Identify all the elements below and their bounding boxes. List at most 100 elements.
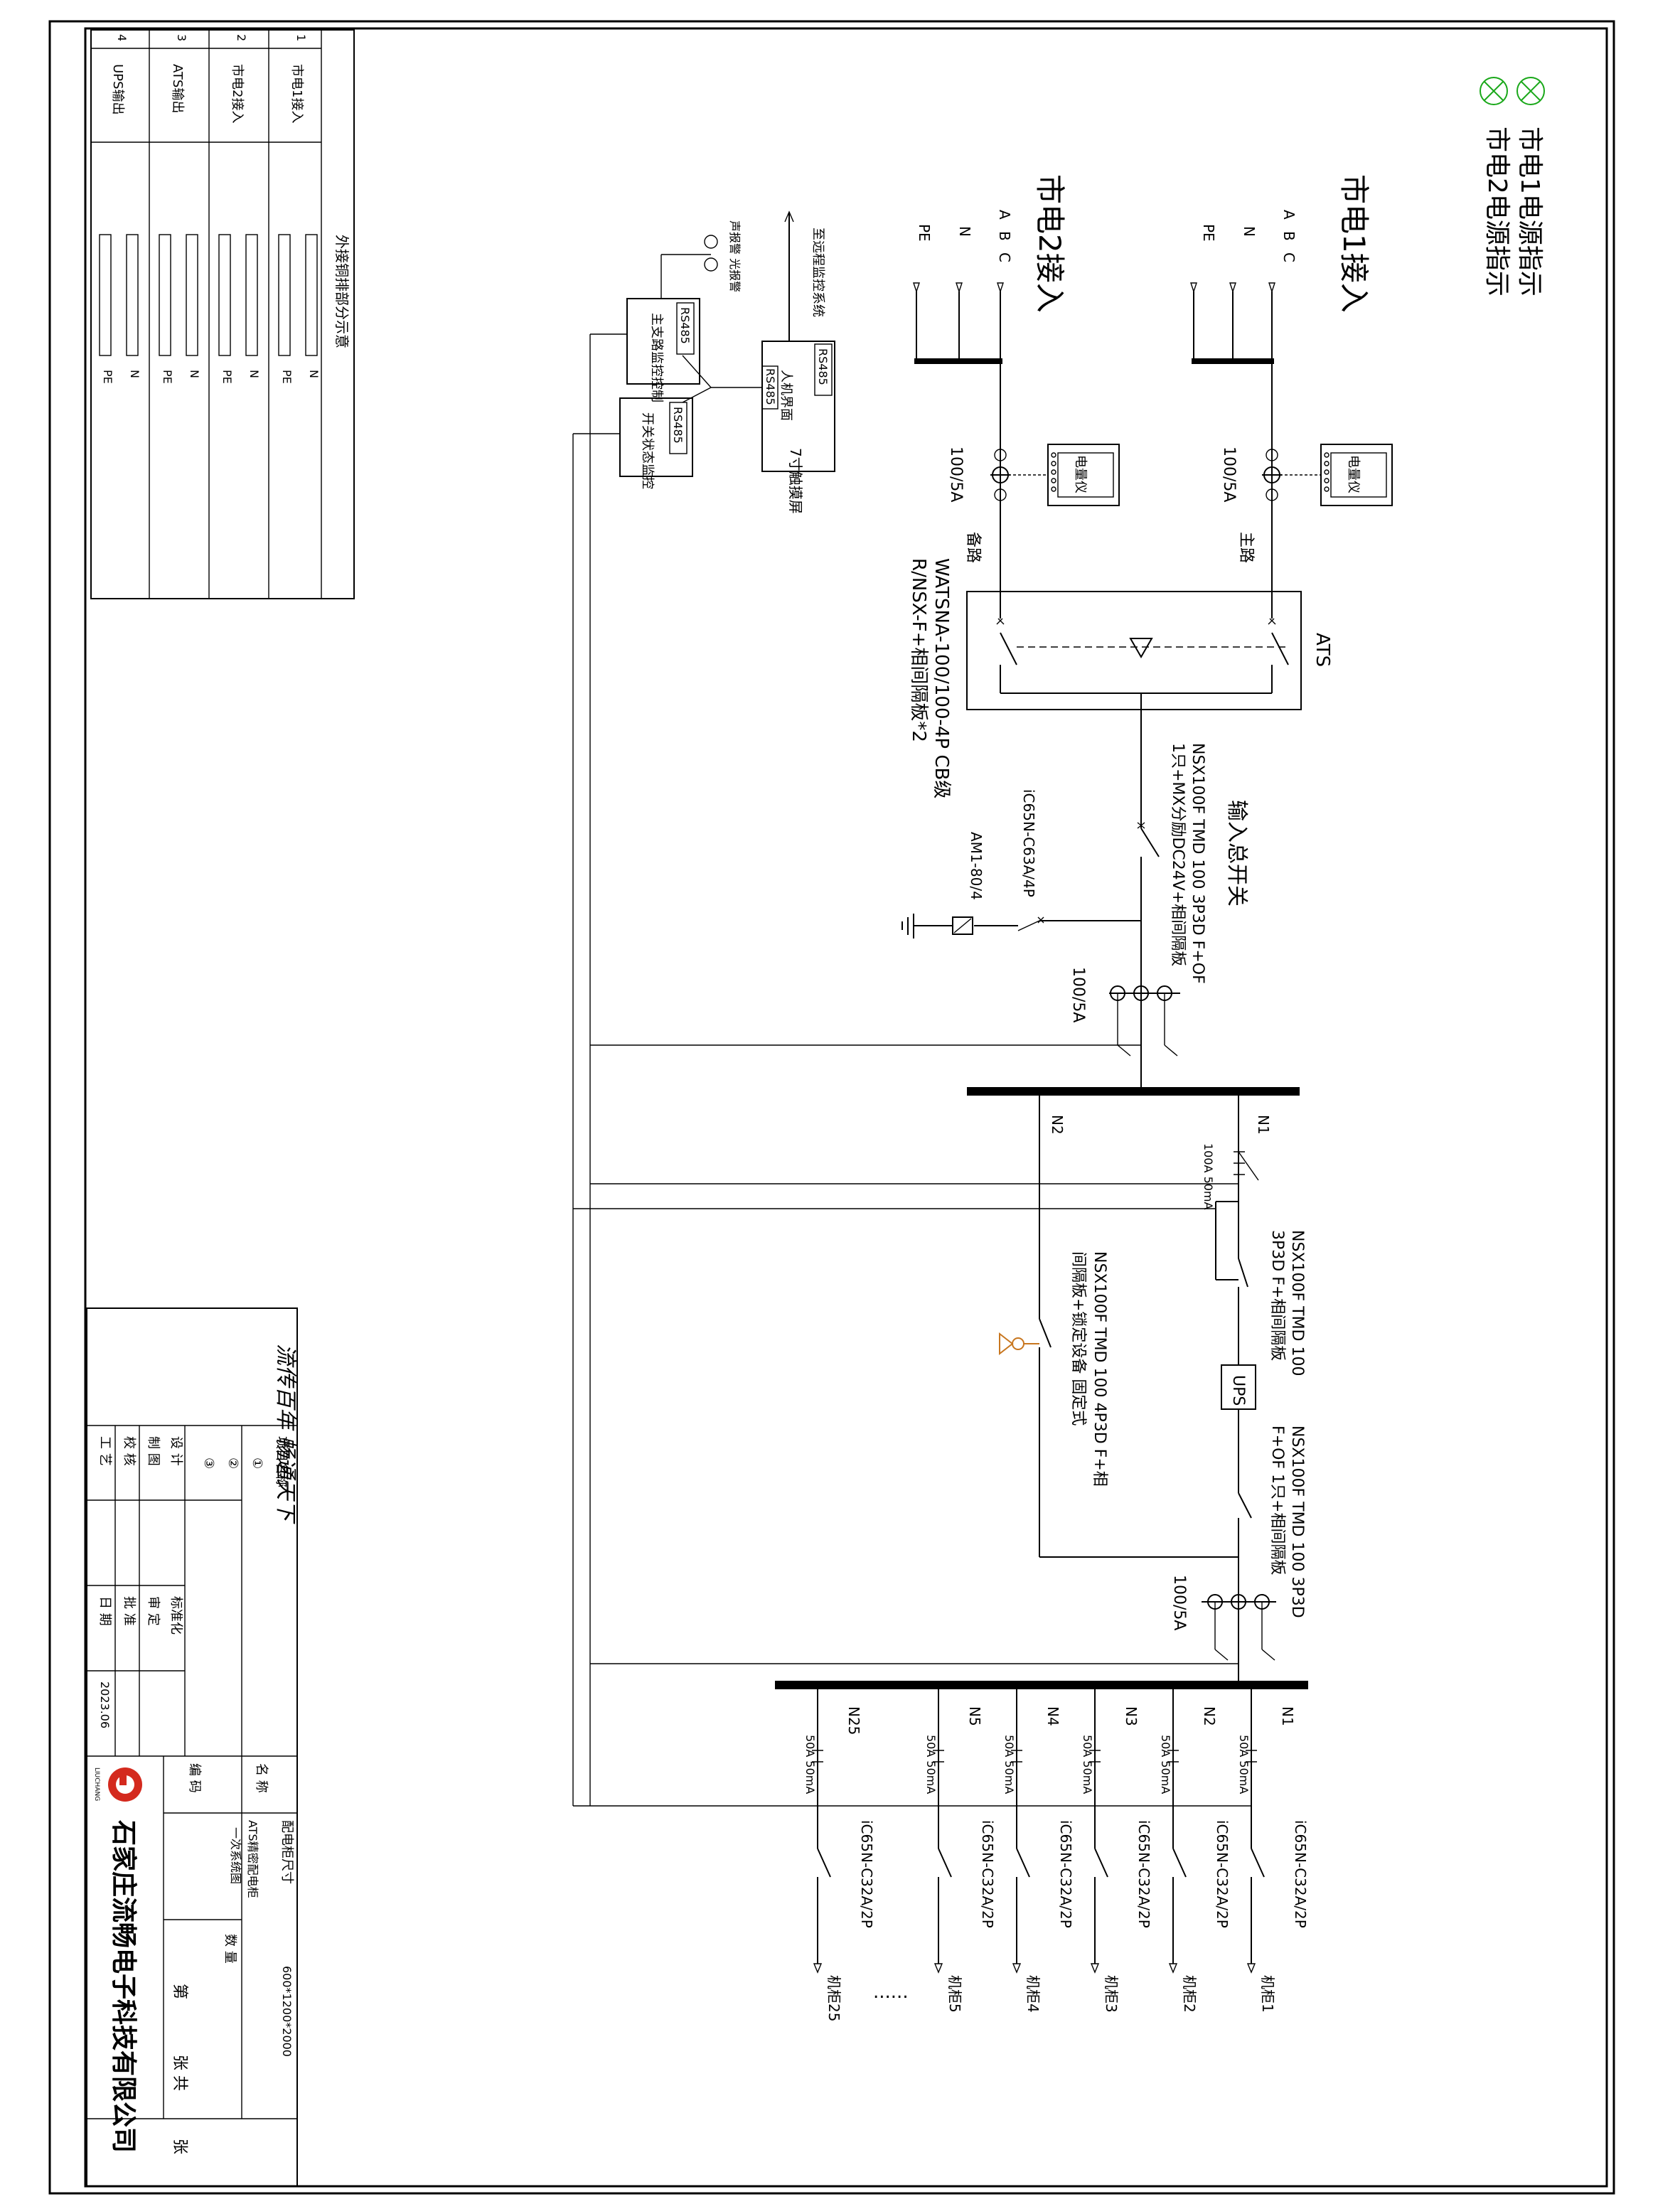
source-1-ct-ratio: 100/5A: [1220, 446, 1238, 502]
monitor-wiring: [572, 334, 1251, 1807]
copper-row-4-n: N: [128, 370, 141, 378]
touch-screen-label: 7寸触摸屏: [787, 448, 804, 514]
copper-row-3-pe: PE: [161, 370, 174, 384]
alarm-icon: [704, 235, 718, 272]
copper-table-title: 外接铜排部分示意: [333, 235, 351, 348]
copper-bar-table: 外接铜排部分示意 1 市电1接入 N PE 2 市电2接入 N PE 3 ATS…: [90, 29, 355, 599]
drawing-name-2: 一次系统图: [229, 1827, 242, 1884]
copper-row-1-name: 市电1接入: [289, 64, 304, 123]
bus1-n1-label: N1: [1255, 1115, 1272, 1135]
approve-label: 批 准: [122, 1596, 137, 1626]
name-label: 名 称: [254, 1763, 269, 1793]
indicator-lamps: 市电1电源指示 市电2电源指示: [1480, 77, 1545, 296]
ups-in-spec-1: NSX100F TMD 100: [1288, 1230, 1306, 1376]
rs485-label-3: RS485: [678, 307, 692, 344]
power-meter-1: 电量仪: [1320, 444, 1393, 506]
feeder-cabinet-4: N4 50A 50mA iC65N-C32A/2P 机柜4: [1002, 1685, 1074, 2013]
feeder-1-n: N1: [1279, 1706, 1296, 1726]
switch-monitor-label: 开关状态监控: [640, 412, 655, 489]
circ-1: ①: [250, 1457, 264, 1469]
feeder-3-rcd: 50A 50mA: [1081, 1735, 1094, 1794]
drawing-frame: [84, 27, 1608, 2188]
main-breaker-spec-2: 1只+MX分励DC24V+相间隔板: [1169, 743, 1187, 966]
ups-in-spec-2: 3P3D F+相间隔板: [1268, 1230, 1286, 1361]
code-label: 编 码: [187, 1763, 202, 1793]
feeder-3-breaker: iC65N-C32A/2P: [1135, 1820, 1152, 1928]
lock-icon: [999, 1332, 1039, 1356]
source-2-phase-a: A: [996, 210, 1013, 220]
source-2-title: 市电2接入: [1032, 174, 1067, 313]
main-breaker: 输入总开关 NSX100F TMD 100 3P3D F+OF 1只+MX分励D…: [901, 711, 1249, 1091]
source-2-phase-c: C: [996, 252, 1013, 262]
feeder-25-cabinet: 机柜25: [825, 1975, 842, 2021]
copper-row-4-no: 4: [115, 34, 129, 41]
hmi-label: 人机界面: [779, 370, 793, 421]
indicator-1-label: 市电1电源指示: [1515, 127, 1544, 296]
source-1-phase-pe: PE: [1200, 224, 1217, 242]
sheet-label-1: 第: [171, 1984, 188, 1999]
company-logo-text: LIUCHANG: [93, 1767, 100, 1801]
source-1-phase-a: A: [1280, 210, 1298, 220]
bus1-n2-label: N2: [1049, 1115, 1066, 1135]
bypass-spec-2: 间隔板+锁定设备 固定式: [1069, 1251, 1087, 1426]
source-2-phase-b: B: [996, 231, 1013, 241]
feeder-4-rcd: 50A 50mA: [1002, 1735, 1016, 1794]
ups-ct: [1202, 1594, 1276, 1661]
source-2-ct-ratio: 100/5A: [947, 446, 965, 502]
sheet-label-3: 张: [171, 2139, 188, 2154]
source-2-phase-n: N: [956, 226, 973, 237]
copper-row-4-name: UPS输出: [110, 64, 125, 114]
bypass-feeder: NSX100F TMD 100 4P3D F+相 间隔板+锁定设备 固定式: [999, 1091, 1238, 1558]
bypass-spec-1: NSX100F TMD 100 4P3D F+相: [1091, 1251, 1108, 1487]
rs485-label-2: RS485: [764, 368, 777, 405]
source-1: 市电1接入 A B C N PE 100/5A 电量仪 主路: [1190, 174, 1393, 619]
feeder-4-cabinet: 机柜4: [1024, 1975, 1042, 2013]
indicator-lamp-2-icon: [1480, 77, 1508, 105]
main-breaker-title: 输入总开关: [1224, 800, 1249, 906]
copper-row-2-name: 市电2接入: [230, 64, 245, 123]
standard-label: 标准化: [168, 1596, 183, 1635]
source-1-phase-b: B: [1280, 231, 1298, 241]
main-breaker-spec-1: NSX100F TMD 100 3P3D F+OF: [1189, 743, 1207, 984]
date-value: 2023.06: [98, 1681, 112, 1728]
copper-row-2-pe: PE: [220, 370, 234, 384]
source-1-path: 主路: [1237, 532, 1255, 563]
feeder-3-n: N3: [1123, 1706, 1140, 1726]
alarm-label: 声报警 光报警: [728, 220, 742, 292]
feeder-ellipsis: ......: [873, 1981, 909, 2003]
check-label: 校 核: [122, 1436, 137, 1466]
source-1-phase-n: N: [1241, 226, 1258, 237]
copper-row-1-no: 1: [294, 34, 308, 41]
main-ct-ratio: 100/5A: [1069, 967, 1087, 1022]
sheet-border: [48, 20, 1615, 2195]
feeder-4-n: N4: [1044, 1706, 1061, 1726]
qty-label: 数 量: [223, 1934, 237, 1964]
feeder-5-cabinet: 机柜5: [946, 1975, 963, 2013]
feeder-1-cabinet: 机柜1: [1259, 1975, 1276, 2013]
feeder-2-rcd: 50A 50mA: [1159, 1735, 1172, 1794]
rs485-label-1: RS485: [816, 348, 830, 385]
copper-row-2-no: 2: [235, 34, 248, 41]
drawing-name-1: ATS精密配电柜: [246, 1820, 260, 1898]
ups-label: UPS: [1229, 1375, 1247, 1406]
title-block: 流传百年 畅通天下 项目名称 ① ② ③ 设 计 制 图 校 核 工 艺 标准化…: [86, 1307, 298, 2187]
main-ct: [1109, 985, 1180, 1057]
ats-switch: ATS WATSNA-100/100-4P CB级 R/NSX-F+相间隔板*2: [908, 558, 1333, 798]
ups-feeder: 100A 50mA NSX100F TMD 100 3P3D F+相间隔板 UP…: [1170, 1091, 1306, 1685]
draw-label: 制 图: [146, 1436, 161, 1466]
spd-label: AM1-80/4: [968, 832, 985, 900]
project-label: 项目名称: [274, 1436, 289, 1487]
company-name: 石家庄流畅电子科技有限公司: [109, 1820, 138, 2153]
remote-system-label: 至远程监控系统: [810, 228, 825, 317]
company-logo-icon: [108, 1767, 142, 1802]
indicator-2-label: 市电2电源指示: [1482, 127, 1512, 296]
feeder-5-n: N5: [966, 1706, 983, 1726]
cabinet-size-label: 配电柜尺寸: [279, 1820, 294, 1884]
review-label: 审 定: [146, 1596, 161, 1626]
feeder-2-cabinet: 机柜2: [1181, 1975, 1198, 2013]
copper-row-2-n: N: [247, 370, 261, 378]
feeder-2-breaker: iC65N-C32A/2P: [1214, 1820, 1231, 1928]
copper-row-3-no: 3: [175, 34, 188, 41]
switch-monitor-box: [619, 397, 693, 477]
